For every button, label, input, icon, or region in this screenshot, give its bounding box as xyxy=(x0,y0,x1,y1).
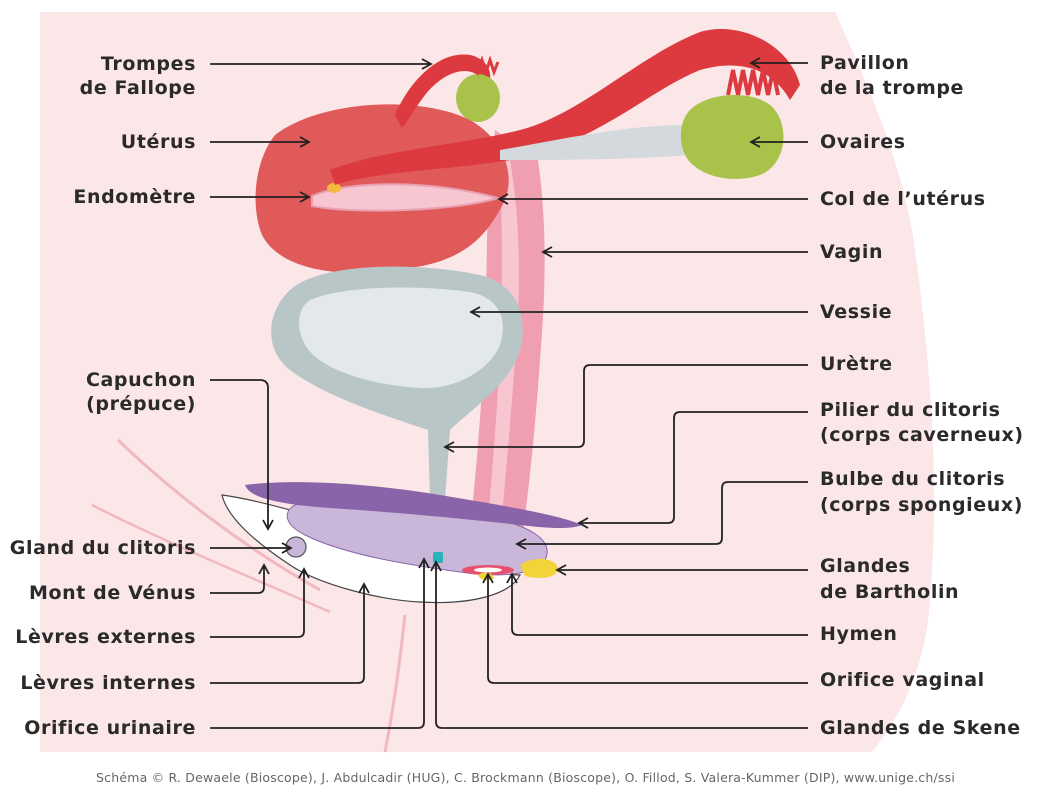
leader-pilier xyxy=(577,411,808,529)
label-capuchon-line2: (prépuce) xyxy=(86,393,196,415)
leader-bulbe xyxy=(515,481,808,550)
leader-skene xyxy=(430,560,808,729)
thigh-contour-lower xyxy=(383,614,407,753)
label-uretre: Urètre xyxy=(820,353,893,375)
label-vessie: Vessie xyxy=(820,301,892,323)
label-col-uterus: Col de l’utérus xyxy=(820,188,986,210)
leader-levres-ext xyxy=(210,567,310,638)
credit-line: Schéma © R. Dewaele (Bioscope), J. Abdul… xyxy=(95,770,955,785)
ovarian-ligament xyxy=(500,125,690,160)
skene-glands xyxy=(433,552,443,563)
endometrium-tip xyxy=(327,183,341,193)
leader-mont xyxy=(210,563,270,594)
leader-hymen xyxy=(506,572,808,636)
label-vagin: Vagin xyxy=(820,241,883,263)
label-orifice-urinaire: Orifice urinaire xyxy=(24,717,196,739)
label-ovaires: Ovaires xyxy=(820,131,906,153)
label-pavillon-line2: de la trompe xyxy=(820,77,964,99)
clitoral-glans xyxy=(285,536,307,558)
label-bulbe-line1: Bulbe du clitoris xyxy=(820,468,1005,490)
pubic-contour xyxy=(116,438,321,592)
label-pilier-line2: (corps caverneux) xyxy=(820,424,1024,446)
label-uterus: Utérus xyxy=(121,131,196,153)
label-pilier-line1: Pilier du clitoris xyxy=(820,399,1001,421)
fimbriae-left xyxy=(468,55,500,77)
label-capuchon-line1: Capuchon xyxy=(86,369,196,391)
label-mont: Mont de Vénus xyxy=(29,582,196,604)
label-glandes-skene: Glandes de Skene xyxy=(820,717,1021,739)
leader-orifice-urinaire xyxy=(210,557,430,729)
label-orifice-vaginal: Orifice vaginal xyxy=(820,669,985,691)
label-trompes-line1: Trompes xyxy=(101,53,196,75)
label-endometre: Endomètre xyxy=(73,186,196,208)
label-glandes-bartholin-line1: Glandes xyxy=(820,555,910,577)
label-hymen: Hymen xyxy=(820,623,898,645)
clitoral-crus xyxy=(245,482,582,529)
label-pavillon-line1: Pavillon xyxy=(820,52,910,74)
vaginal-orifice xyxy=(474,567,502,573)
label-bulbe-line2: (corps spongieux) xyxy=(820,494,1023,516)
fimbriae-right xyxy=(726,69,780,96)
ovary-left xyxy=(456,74,500,122)
label-gland: Gland du clitoris xyxy=(10,537,196,559)
label-trompes-line2: de Fallope xyxy=(80,77,196,99)
label-glandes-bartholin-line2: de Bartholin xyxy=(820,581,959,603)
thigh-contour xyxy=(91,503,331,614)
label-levres-externes: Lèvres externes xyxy=(15,626,196,648)
leader-uretre xyxy=(443,364,808,453)
fallopian-tube-right xyxy=(330,28,800,186)
leader-levres-int xyxy=(210,582,370,684)
leader-orifice-vaginal xyxy=(482,572,808,684)
bartholin-glands xyxy=(520,558,558,578)
leader-capuchon xyxy=(210,379,274,531)
label-levres-internes: Lèvres internes xyxy=(20,672,196,694)
ovary-right xyxy=(680,95,784,179)
bladder-inner xyxy=(298,287,503,389)
